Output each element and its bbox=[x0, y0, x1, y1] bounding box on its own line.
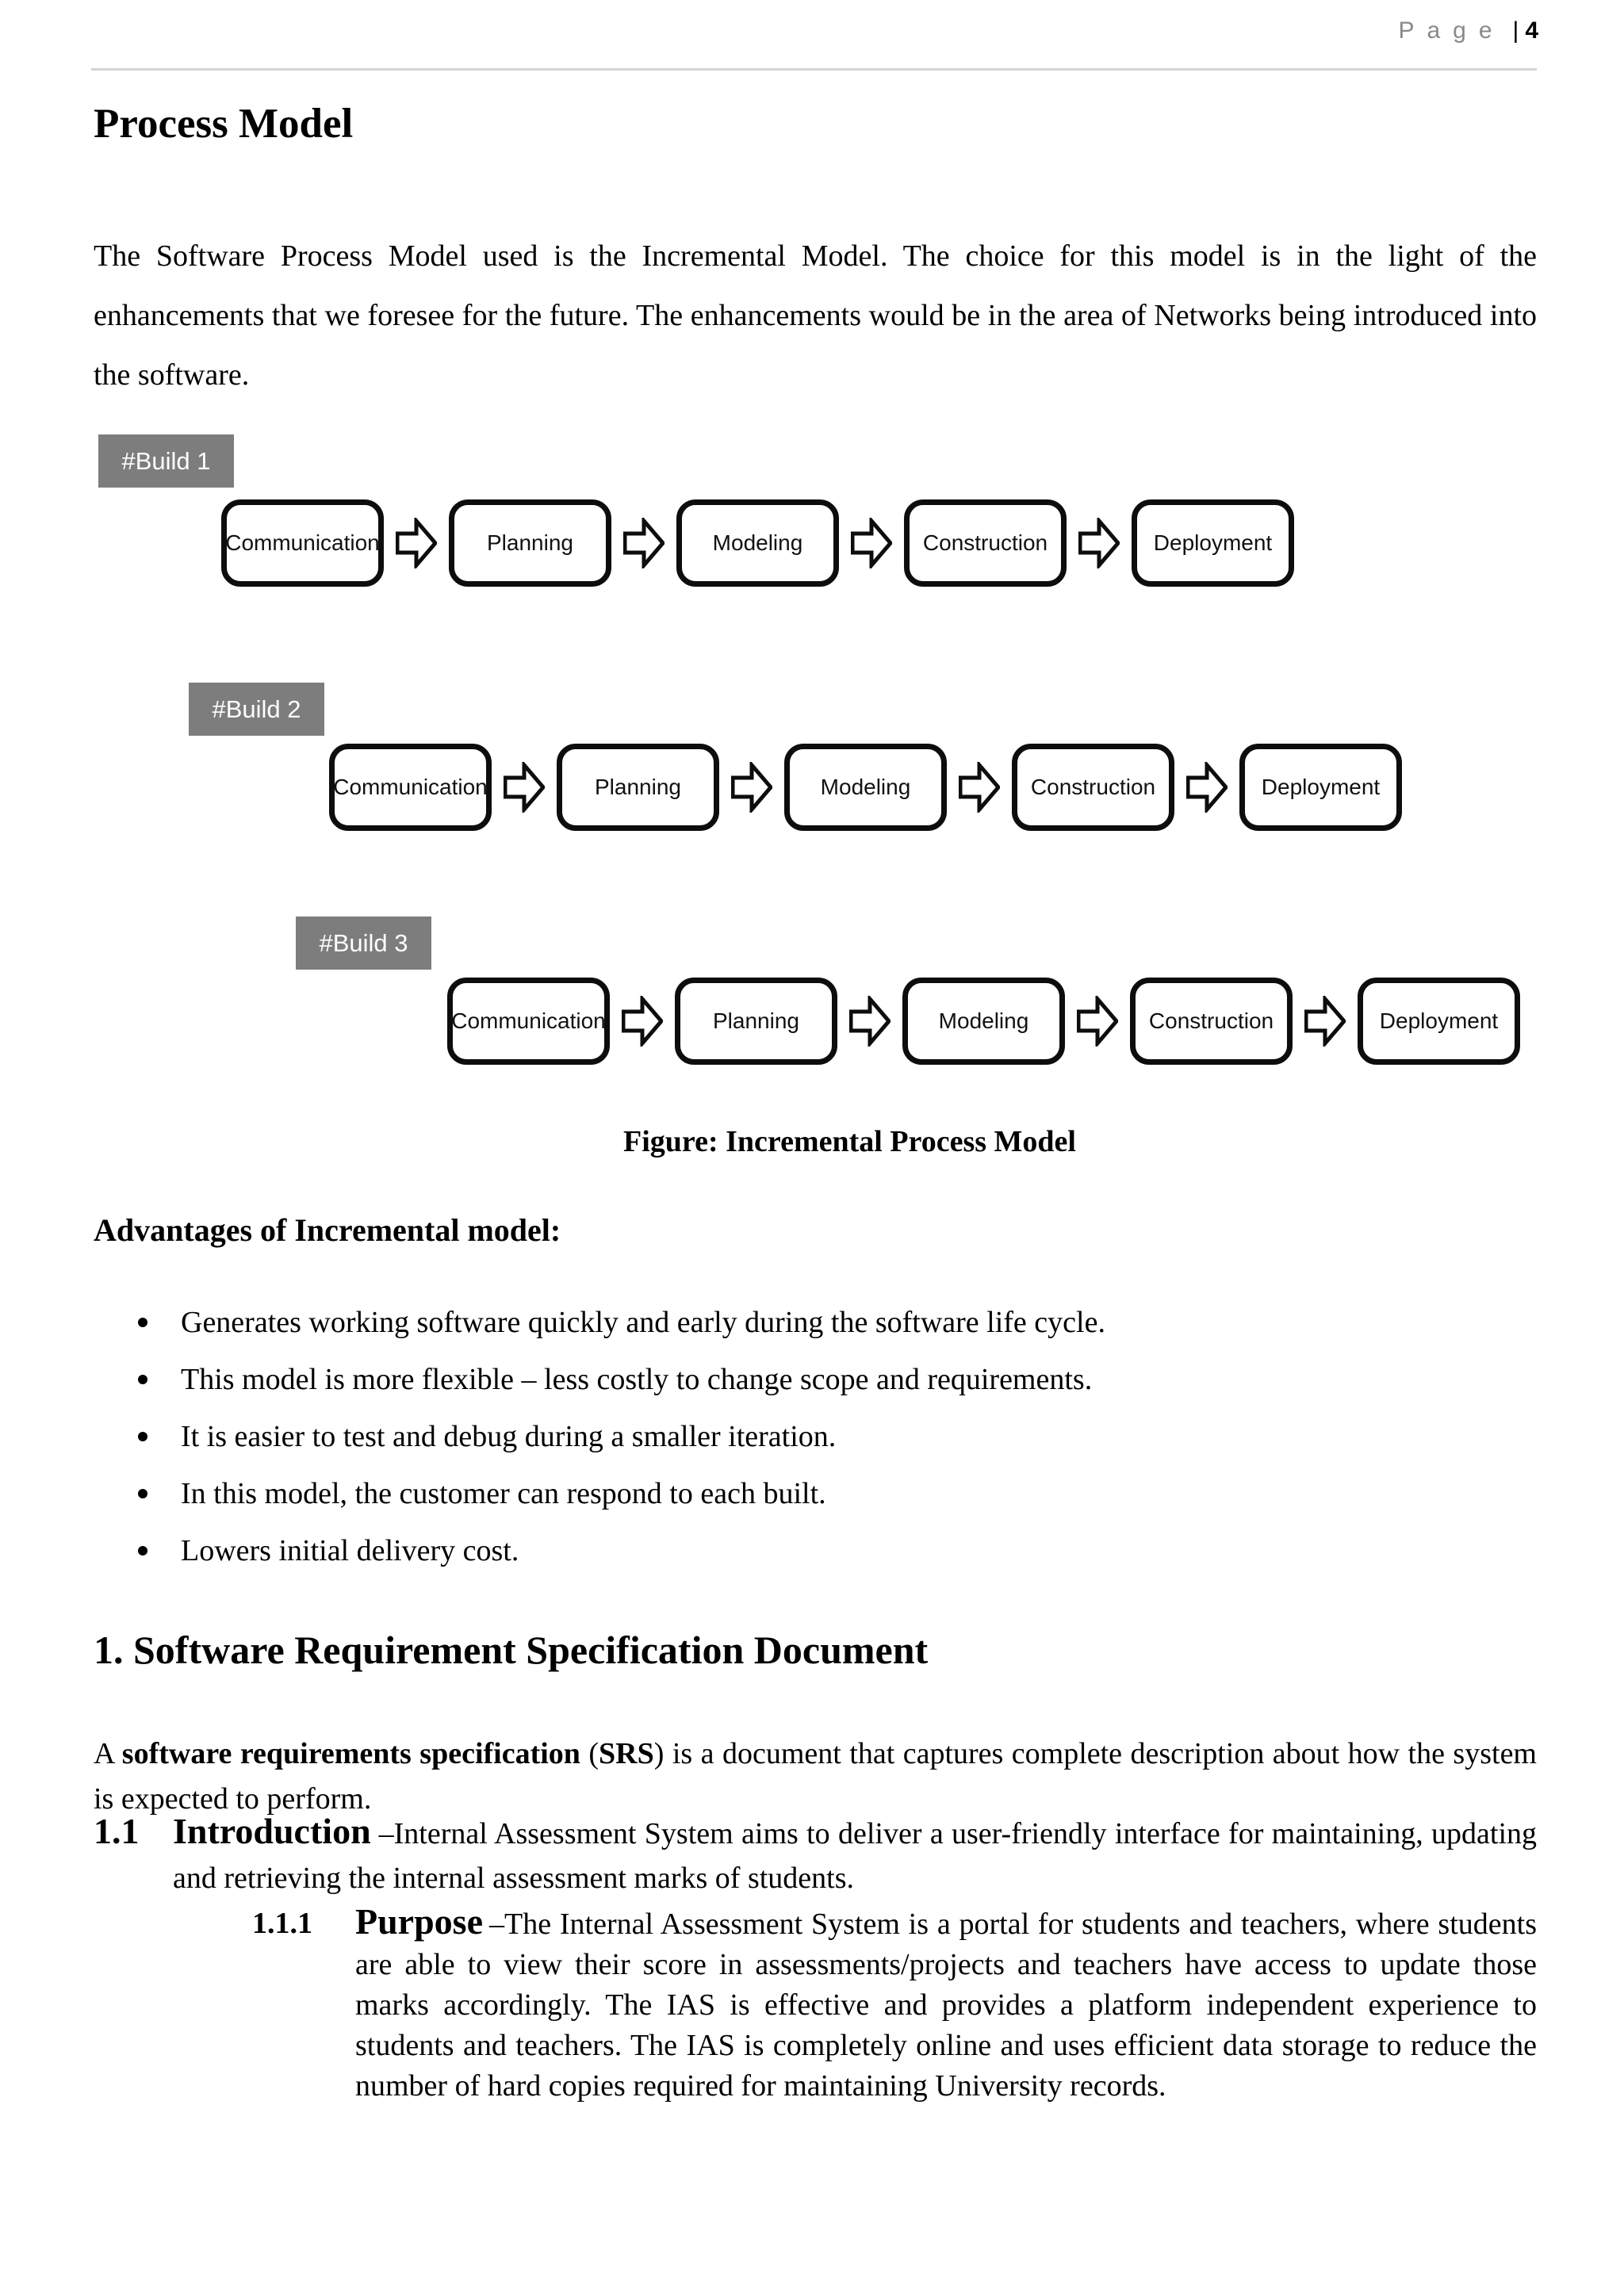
introduction-text: –Internal Assessment System aims to deli… bbox=[173, 1817, 1537, 1895]
arrow-right-icon bbox=[396, 518, 437, 568]
list-item: Lowers initial delivery cost. bbox=[136, 1533, 1500, 1569]
list-item-text: Lowers initial delivery cost. bbox=[181, 1534, 519, 1567]
bullet-icon bbox=[138, 1546, 147, 1556]
process-step-box: Planning bbox=[557, 744, 719, 831]
list-item: It is easier to test and debug during a … bbox=[136, 1418, 1500, 1455]
process-step-box: Deployment bbox=[1132, 499, 1294, 587]
list-item: Generates working software quickly and e… bbox=[136, 1304, 1500, 1341]
srs-paragraph-bold-segment: SRS bbox=[599, 1737, 654, 1770]
bullet-icon bbox=[138, 1432, 147, 1441]
page-header-separator: | bbox=[1512, 17, 1519, 44]
process-step-box: Deployment bbox=[1239, 744, 1402, 831]
process-step-box: Modeling bbox=[676, 499, 839, 587]
purpose-text: –The Internal Assessment System is a por… bbox=[355, 1908, 1537, 2103]
build-label: #Build 3 bbox=[296, 916, 431, 970]
bullet-icon bbox=[138, 1489, 147, 1498]
list-item-text: In this model, the customer can respond … bbox=[181, 1477, 826, 1510]
arrow-right-icon bbox=[1078, 518, 1120, 568]
arrow-right-icon bbox=[731, 762, 772, 813]
subsection-number: 1.1.1 bbox=[252, 1907, 312, 1940]
process-step-box: Communication bbox=[221, 499, 384, 587]
arrow-right-icon bbox=[851, 518, 892, 568]
process-step-box: Communication bbox=[329, 744, 492, 831]
list-item-text: Generates working software quickly and e… bbox=[181, 1306, 1105, 1339]
list-item: This model is more flexible – less costl… bbox=[136, 1361, 1500, 1398]
arrow-right-icon bbox=[623, 518, 665, 568]
build-label: #Build 2 bbox=[189, 683, 324, 736]
arrow-right-icon bbox=[1077, 996, 1118, 1047]
process-step-box: Construction bbox=[1012, 744, 1174, 831]
purpose-heading: Purpose bbox=[355, 1901, 483, 1942]
srs-paragraph-segment: A bbox=[94, 1737, 122, 1770]
arrow-right-icon bbox=[622, 996, 663, 1047]
section-number: 1.1 bbox=[94, 1811, 140, 1851]
page-header-label: Page bbox=[1398, 17, 1505, 44]
process-step-box: Planning bbox=[449, 499, 611, 587]
process-step-box: Construction bbox=[904, 499, 1067, 587]
header-divider bbox=[91, 68, 1537, 71]
page-title: Process Model bbox=[94, 101, 354, 147]
process-step-box: Modeling bbox=[784, 744, 947, 831]
process-step-box: Modeling bbox=[902, 978, 1065, 1065]
arrow-right-icon bbox=[504, 762, 545, 813]
bullet-icon bbox=[138, 1318, 147, 1327]
arrow-right-icon bbox=[1304, 996, 1346, 1047]
bullet-icon bbox=[138, 1375, 147, 1384]
arrow-right-icon bbox=[1186, 762, 1228, 813]
build-label: #Build 1 bbox=[98, 434, 234, 488]
page-header: Page |4 bbox=[1398, 17, 1538, 44]
arrow-right-icon bbox=[849, 996, 891, 1047]
process-step-box: Communication bbox=[447, 978, 610, 1065]
introduction-section: 1.1 Introduction–Internal Assessment Syst… bbox=[94, 1809, 1537, 1900]
advantages-list: Generates working software quickly and e… bbox=[136, 1304, 1500, 1590]
advantages-heading: Advantages of Incremental model: bbox=[94, 1212, 561, 1248]
figure-caption: Figure: Incremental Process Model bbox=[623, 1125, 1076, 1158]
srs-paragraph: A software requirements specification (S… bbox=[94, 1732, 1537, 1822]
list-item-text: This model is more flexible – less costl… bbox=[181, 1363, 1093, 1396]
process-step-box: Deployment bbox=[1358, 978, 1520, 1065]
purpose-section: 1.1.1 Purpose–The Internal Assessment Sys… bbox=[94, 1901, 1537, 2107]
intro-paragraph: The Software Process Model used is the I… bbox=[94, 239, 1537, 392]
srs-heading: 1. Software Requirement Specification Do… bbox=[94, 1628, 929, 1672]
introduction-heading: Introduction bbox=[173, 1811, 371, 1851]
srs-paragraph-segment: ) is a document that captures complete d… bbox=[94, 1737, 1537, 1816]
list-item: In this model, the customer can respond … bbox=[136, 1475, 1500, 1512]
srs-paragraph-segment: ( bbox=[580, 1737, 599, 1770]
list-item-text: It is easier to test and debug during a … bbox=[181, 1420, 837, 1453]
process-step-box: Planning bbox=[675, 978, 837, 1065]
arrow-right-icon bbox=[959, 762, 1000, 813]
process-step-box: Construction bbox=[1130, 978, 1293, 1065]
srs-paragraph-bold-segment: software requirements specification bbox=[121, 1737, 580, 1770]
page-number: 4 bbox=[1525, 17, 1538, 44]
